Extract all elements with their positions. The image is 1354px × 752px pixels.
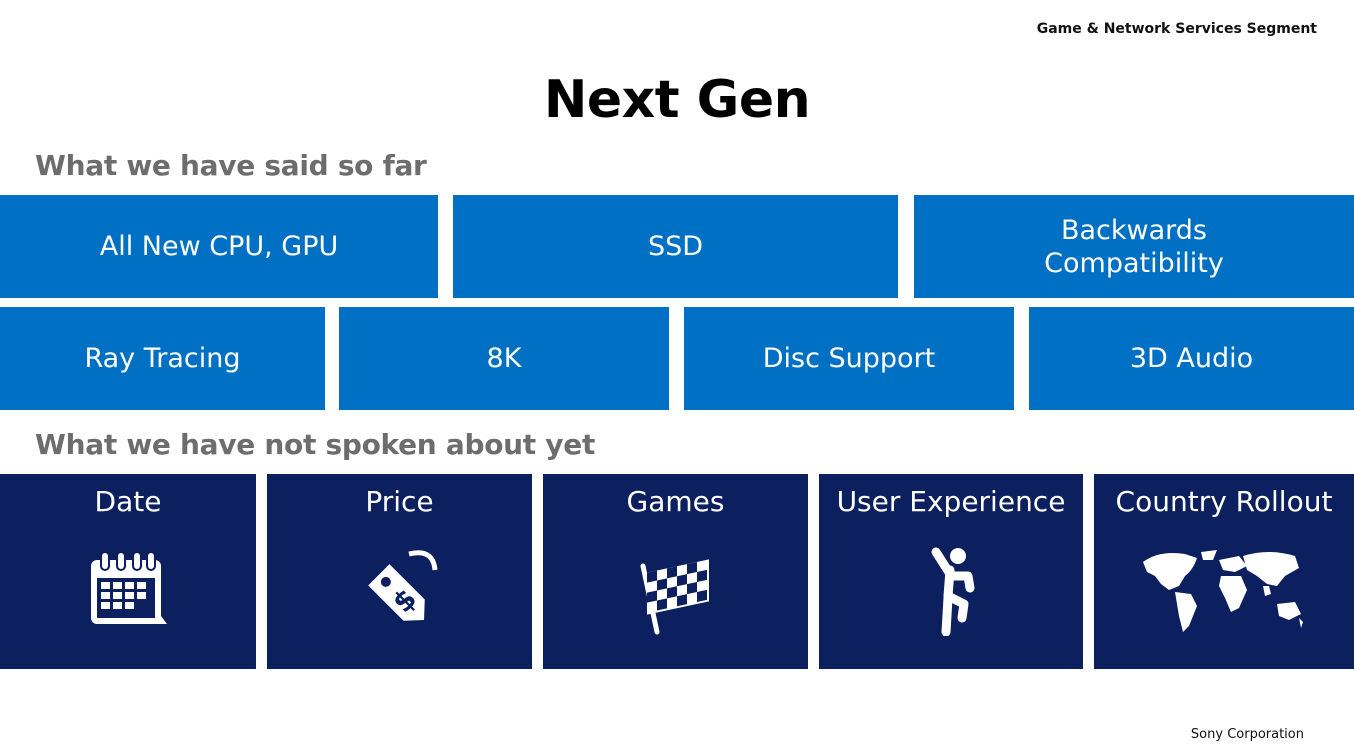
segment-label: Game & Network Services Segment xyxy=(1036,21,1317,37)
tile-label: Date xyxy=(94,485,162,518)
tile-label: 3D Audio xyxy=(1129,343,1254,374)
calendar-icon xyxy=(83,546,173,636)
tile-ray-tracing: Ray Tracing xyxy=(0,307,325,410)
tile-label: User Experience xyxy=(836,485,1066,518)
section-heading-said: What we have said so far xyxy=(35,149,427,182)
tile-country-rollout: Country Rollout xyxy=(1094,474,1354,669)
tile-label: Country Rollout xyxy=(1115,485,1333,518)
tile-3d-audio: 3D Audio xyxy=(1029,307,1354,410)
slide-title: Next Gen xyxy=(543,70,811,130)
tile-backwards-compatibility: Backwards Compatibility xyxy=(914,195,1354,298)
world-map-icon xyxy=(1139,546,1309,636)
tile-disc-support: Disc Support xyxy=(684,307,1014,410)
tile-label: Ray Tracing xyxy=(84,343,241,374)
tile-label: Disc Support xyxy=(762,343,936,374)
tile-label: Price xyxy=(365,485,434,518)
tile-label: All New CPU, GPU xyxy=(99,231,339,262)
tile-ssd: SSD xyxy=(453,195,898,298)
checkered-flag-icon xyxy=(631,546,721,636)
tile-cpu-gpu: All New CPU, GPU xyxy=(0,195,438,298)
company-footer: Sony Corporation xyxy=(1190,727,1304,742)
section-heading-not-spoken: What we have not spoken about yet xyxy=(35,428,596,461)
tile-label: SSD xyxy=(647,231,704,262)
tile-price: Price $ xyxy=(267,474,532,669)
tile-label: Backwards Compatibility xyxy=(1044,214,1224,279)
tile-games: Games xyxy=(543,474,808,669)
jumping-person-icon xyxy=(906,546,996,637)
tile-label: 8K xyxy=(486,343,522,374)
tile-8k: 8K xyxy=(339,307,669,410)
price-tag-icon: $ xyxy=(355,546,445,636)
tile-date: Date xyxy=(0,474,256,669)
tile-label: Games xyxy=(626,485,725,518)
tile-user-experience: User Experience xyxy=(819,474,1083,669)
